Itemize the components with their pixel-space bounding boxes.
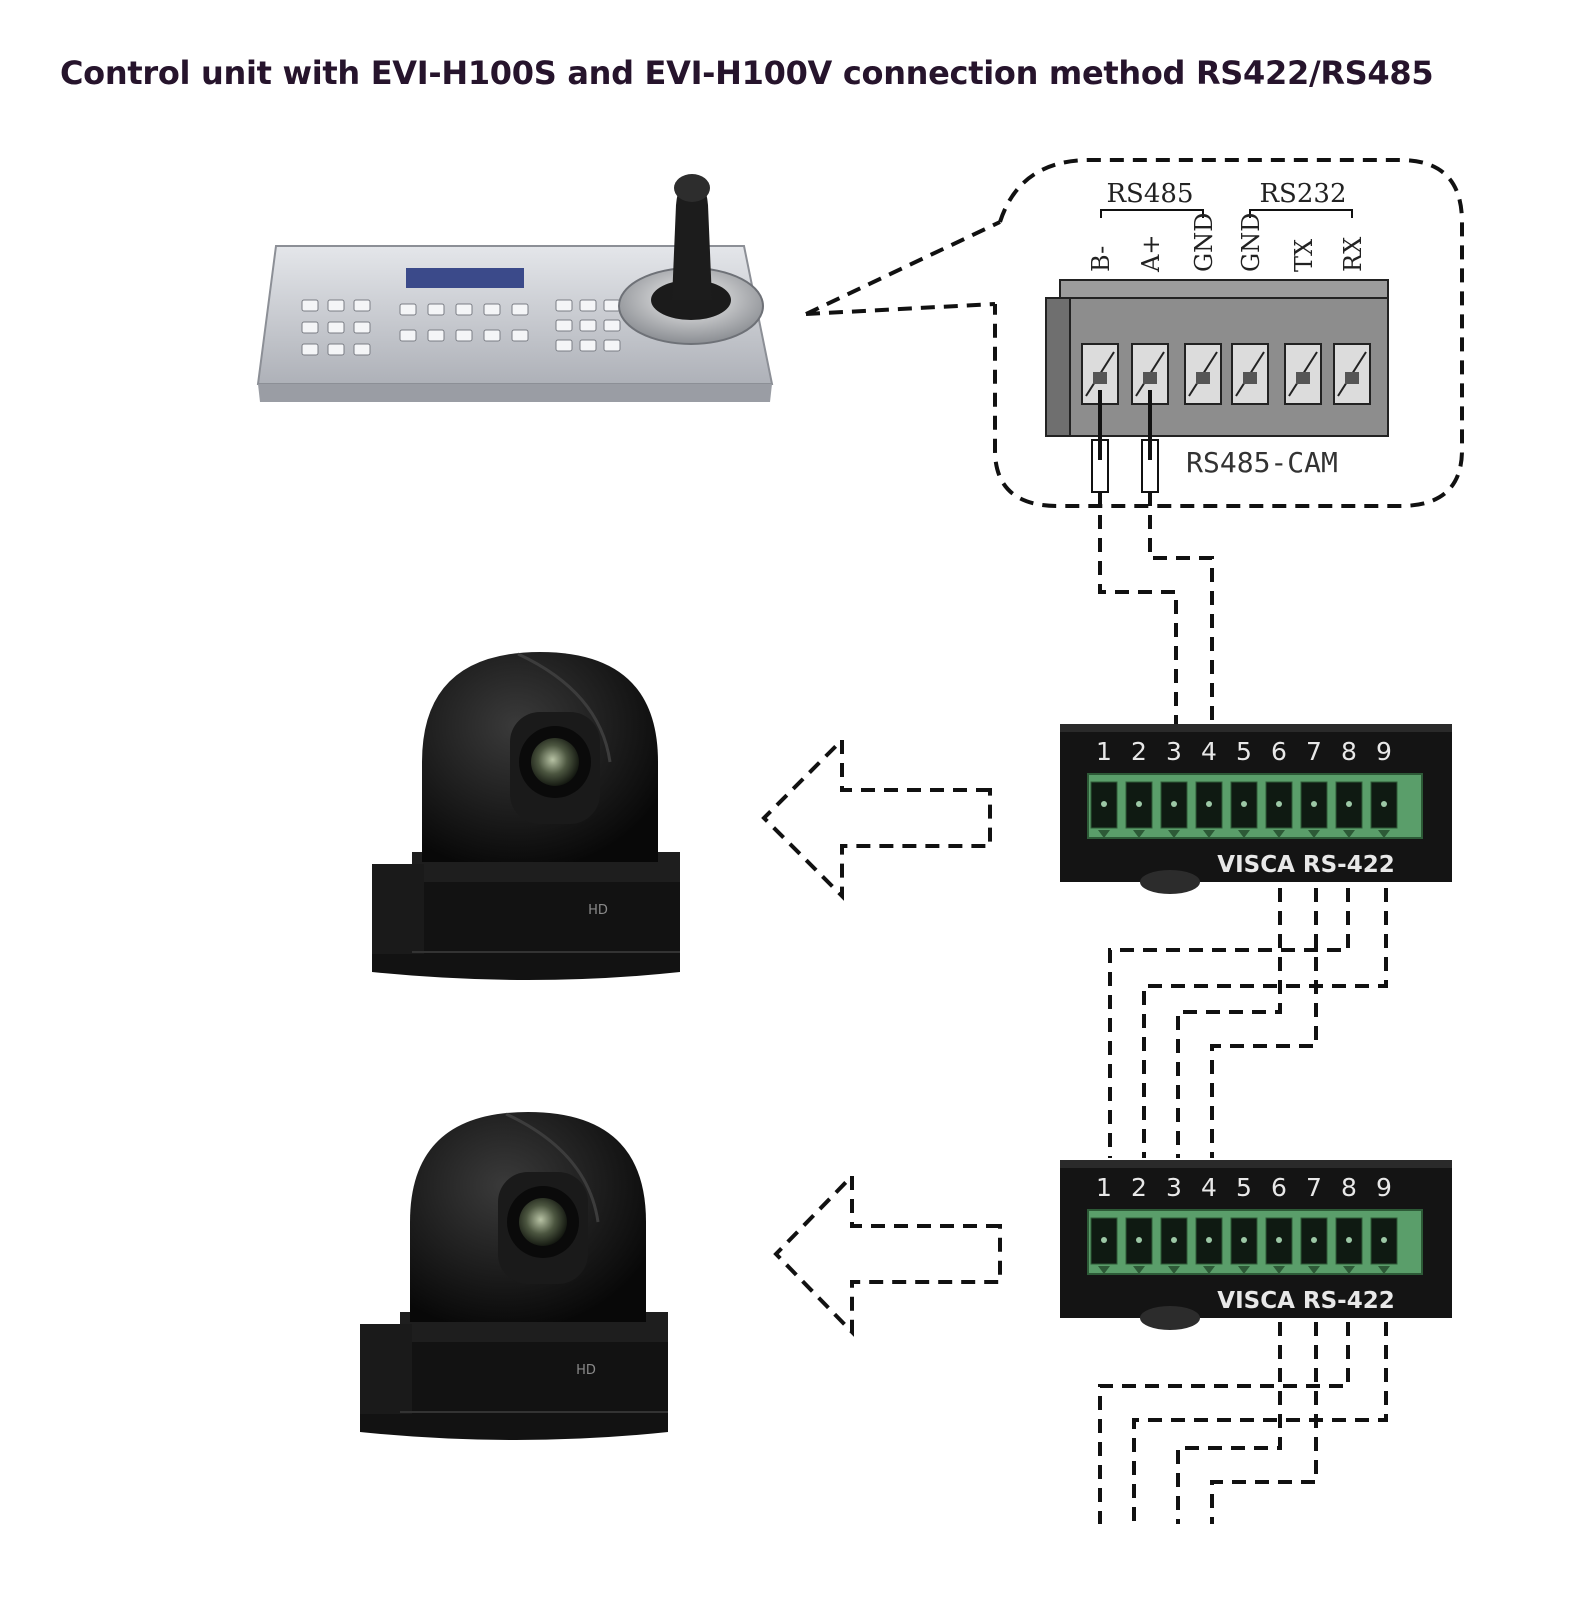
joystick: [672, 178, 712, 300]
keyboard-key: [579, 339, 597, 352]
keyboard-key: [579, 299, 597, 312]
terminal-pin-label: A+: [1137, 235, 1165, 273]
camera-hd-badge: HD: [588, 903, 608, 918]
ptz-camera-evi-h100s: HD: [372, 652, 680, 980]
keyboard-key: [327, 321, 345, 334]
visca-pin-number: 4: [1201, 737, 1217, 766]
visca-pin-number: 1: [1096, 1173, 1112, 1202]
visca-pin-number: 6: [1271, 1173, 1287, 1202]
visca-pin-number: 9: [1376, 1173, 1392, 1202]
visca-pin-number: 4: [1201, 1173, 1217, 1202]
visca-pin-number: 6: [1271, 737, 1287, 766]
keyboard-key: [427, 303, 445, 316]
rs232-group-label: RS232: [1249, 179, 1353, 218]
keyboard-key: [301, 299, 319, 312]
arrow-to-camera-2: [773, 1171, 1002, 1337]
svg-text:RS232: RS232: [1259, 179, 1346, 209]
terminal-pin-label: B-: [1087, 246, 1115, 272]
visca-pin-number: 2: [1131, 737, 1147, 766]
keyboard-key: [603, 339, 621, 352]
rs485-terminal-block: [1045, 279, 1389, 437]
visca-port-label: VISCA RS-422: [1217, 852, 1394, 878]
keyboard-key: [455, 329, 473, 342]
svg-text:RS485: RS485: [1106, 179, 1193, 209]
keyboard-key: [483, 303, 501, 316]
terminal-pin-label: TX: [1290, 239, 1318, 272]
keyboard-key: [399, 303, 417, 316]
visca-pin-socket: [1195, 1217, 1223, 1265]
keyboard-key: [511, 329, 529, 342]
keyboard-key: [483, 329, 501, 342]
terminal-pin-label: RX: [1339, 237, 1367, 272]
keyboard-key: [603, 299, 621, 312]
visca-pin-number: 8: [1341, 737, 1357, 766]
terminal-pin-label: GND: [1237, 213, 1265, 272]
keyboard-key: [579, 319, 597, 332]
keyboard-key: [555, 339, 573, 352]
keyboard-key: [455, 303, 473, 316]
visca-pin-socket: [1335, 781, 1363, 829]
keyboard-key: [301, 343, 319, 356]
visca-pin-number: 1: [1096, 737, 1112, 766]
keyboard-key: [353, 321, 371, 334]
keyboard-key: [399, 329, 417, 342]
visca-pin-number: 9: [1376, 737, 1392, 766]
keyboard-lcd: [406, 268, 524, 288]
terminal-pin-label: GND: [1190, 213, 1218, 272]
visca-pin-number: 3: [1166, 1173, 1182, 1202]
control-keyboard: [256, 174, 774, 402]
visca-pin-number: 3: [1166, 737, 1182, 766]
visca-pin-number: 7: [1306, 1173, 1322, 1202]
keyboard-key: [327, 343, 345, 356]
terminal-callout-bubble: [993, 158, 1464, 508]
visca-pin-number: 7: [1306, 737, 1322, 766]
keyboard-key: [327, 299, 345, 312]
keyboard-key: [301, 321, 319, 334]
diagram-title: Control unit with EVI-H100S and EVI-H100…: [60, 54, 1434, 92]
keyboard-key: [603, 319, 621, 332]
visca-pin-number: 5: [1236, 737, 1252, 766]
keyboard-callout-lines: [805, 220, 1001, 316]
arrow-to-camera-1: [761, 735, 992, 901]
ptz-camera-evi-h100v: HD: [360, 1112, 668, 1440]
camera-hd-badge: HD: [576, 1363, 596, 1378]
visca-pin-number: 2: [1131, 1173, 1147, 1202]
daisy-chain-wires-1-to-2: [1108, 888, 1388, 1158]
rs485-wires: [1091, 390, 1214, 726]
keyboard-keys: [301, 299, 621, 356]
daisy-chain-wires-2-out: [1098, 1322, 1388, 1524]
rs485-group-label: RS485: [1100, 179, 1204, 218]
keyboard-key: [427, 329, 445, 342]
keyboard-key: [511, 303, 529, 316]
visca-pin-number: 8: [1341, 1173, 1357, 1202]
keyboard-key: [353, 299, 371, 312]
visca-pin-number: 5: [1236, 1173, 1252, 1202]
rs485-cam-label: RS485-CAM: [1186, 446, 1338, 479]
visca-port-label: VISCA RS-422: [1217, 1288, 1394, 1314]
keyboard-key: [555, 299, 573, 312]
keyboard-key: [353, 343, 371, 356]
keyboard-key: [555, 319, 573, 332]
